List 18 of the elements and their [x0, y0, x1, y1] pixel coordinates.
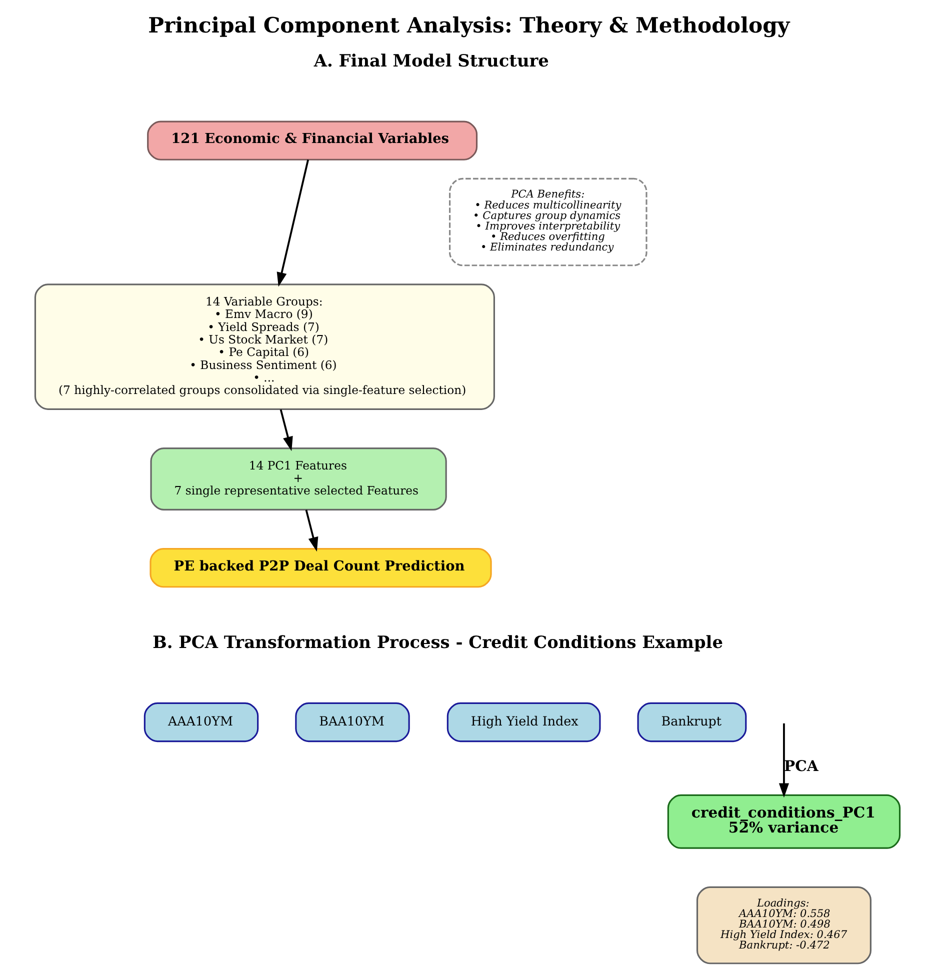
arrow — [778, 723, 789, 798]
arrow — [276, 160, 309, 287]
node-box: BAA10YM — [294, 702, 410, 742]
node-box: AAA10YM — [143, 702, 258, 742]
node-box: High Yield Index — [446, 702, 600, 742]
node-box: credit_conditions_PC1 52% variance — [666, 794, 900, 849]
node-box: PE backed P2P Deal Count Prediction — [149, 548, 492, 588]
node-box: Loadings: AAA10YM: 0.558 BAA10YM: 0.498 High Yield Index: 0.467 Bankrupt: -0.472 — [696, 886, 871, 964]
node-box: PCA Benefits: • Reduces multicollinearity • Captures group dynamics • Improves interpretability • Reduces overfitting • Eliminates redundancy — [448, 178, 647, 266]
arrow — [279, 409, 292, 452]
diagram-title: Principal Component Analysis: Theory & Methodology — [148, 12, 790, 38]
node-box: 14 PC1 Features + 7 single representative selected Features — [150, 448, 446, 510]
node-box: 14 Variable Groups: • Emv Macro (9) • Yield Spreads (7) • Us Stock Market (7) • Pe Capital (6) • Business Sentiment (6) • ... (7 highly-correlated groups consolidated via single-feature selection) — [34, 284, 494, 410]
node-box: Bankrupt — [636, 702, 746, 742]
label: A. Final Model Structure — [313, 50, 548, 70]
node-box: 121 Economic & Financial Variables — [146, 120, 478, 160]
label: B. PCA Transformation Process - Credit Conditions Example — [152, 632, 722, 652]
arrow — [304, 510, 318, 552]
